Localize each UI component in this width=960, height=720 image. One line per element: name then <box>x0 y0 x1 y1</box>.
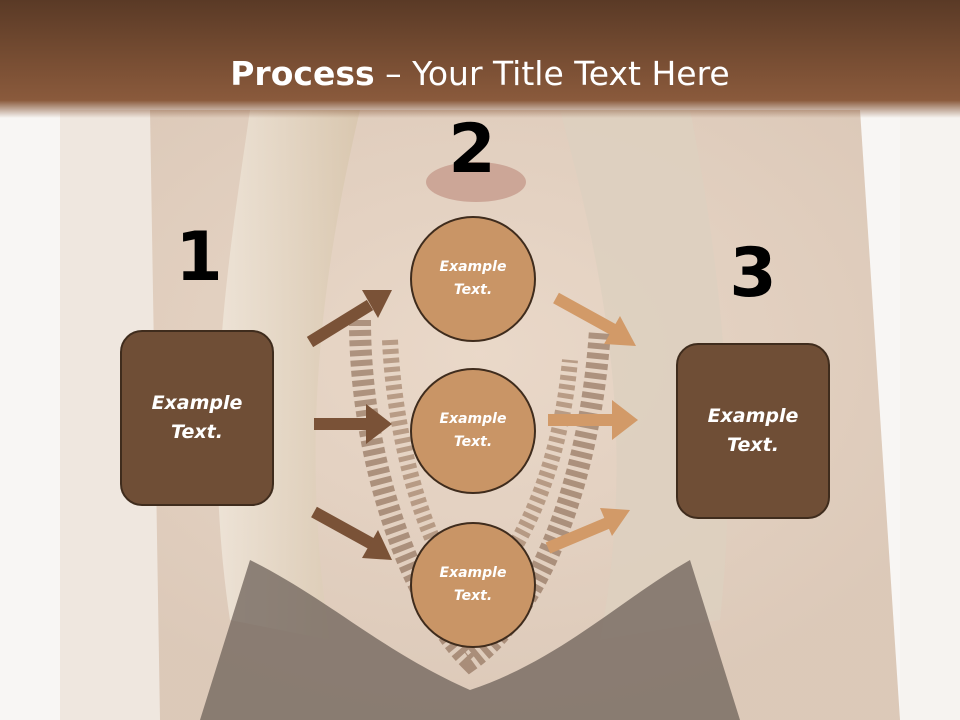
circle-step-2-bottom[interactable]: Example Text. <box>410 522 536 648</box>
title-bar <box>0 0 960 118</box>
arrow-from-circle-3 <box>545 508 630 554</box>
circle-middle-text: Example Text. <box>439 411 507 450</box>
circle-bottom-text: Example Text. <box>439 565 507 604</box>
circle-top-text: Example Text. <box>439 259 507 298</box>
box-step-1-text: Example Text. <box>151 392 243 443</box>
step-number-1: 1 <box>175 218 223 297</box>
box-step-1[interactable]: Example Text. <box>120 330 274 506</box>
arrow-from-circle-1 <box>553 292 636 346</box>
arrow-to-circle-1 <box>306 290 392 348</box>
title-bold: Process <box>230 54 375 93</box>
circle-step-2-top[interactable]: Example Text. <box>410 216 536 342</box>
circle-step-2-middle[interactable]: Example Text. <box>410 368 536 494</box>
arrow-to-circle-2 <box>314 404 392 444</box>
arrow-from-circle-2 <box>548 400 638 440</box>
box-step-3-text: Example Text. <box>707 405 799 456</box>
arrow-to-circle-3 <box>311 506 392 560</box>
step-number-3: 3 <box>729 234 777 313</box>
step-number-2: 2 <box>448 110 496 189</box>
title-rest: – Your Title Text Here <box>374 54 730 93</box>
box-step-3[interactable]: Example Text. <box>676 343 830 519</box>
slide-title: Process – Your Title Text Here <box>0 52 960 96</box>
